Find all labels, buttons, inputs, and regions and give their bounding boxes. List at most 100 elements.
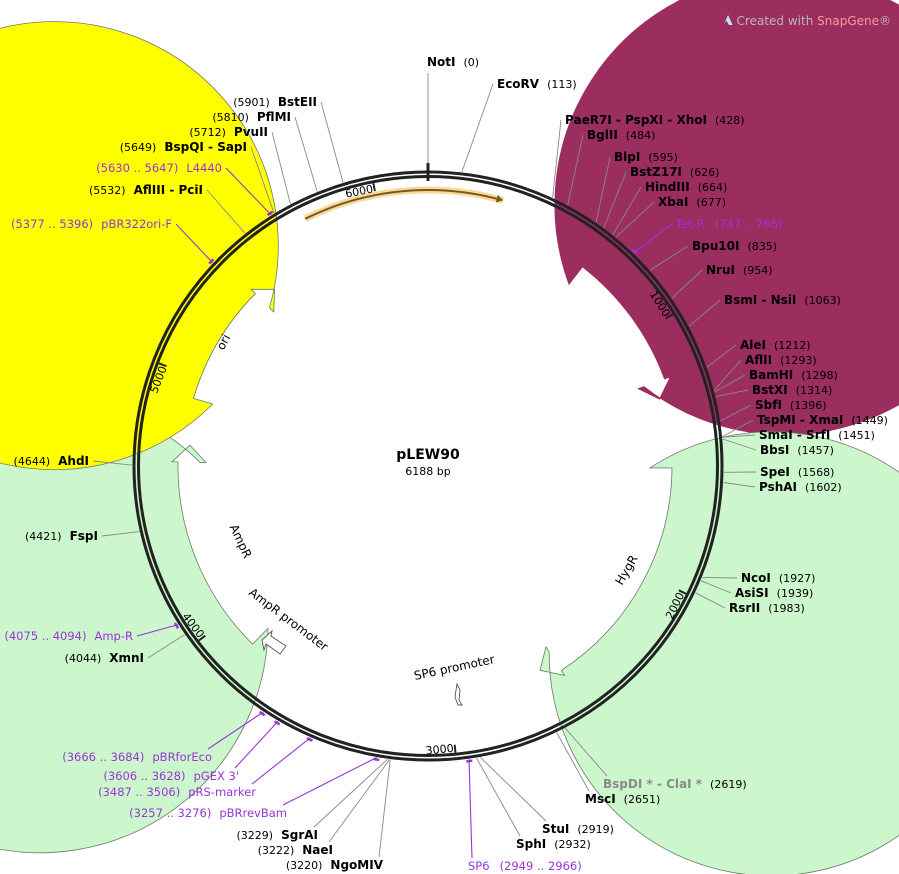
enzyme-site-label[interactable]: BlpI(595) [614,150,678,164]
leader-line [722,434,756,438]
primer-label[interactable]: (5377 .. 5396)pBR322ori-F [11,217,172,231]
feature-label-hygr: HygR [612,553,640,588]
leader-line [723,482,756,488]
enzyme-site-label[interactable]: (5901)BstEII [233,95,317,109]
enzyme-site-label[interactable]: XbaI(677) [658,195,726,209]
enzyme-site-label[interactable]: SbfI(1396) [755,398,827,412]
primer-label[interactable]: (3487 .. 3506)pRS-marker [98,785,256,799]
leader-line [175,223,214,264]
enzyme-site-label[interactable]: BstZ17I(626) [630,165,719,179]
leader-line [556,732,590,792]
enzyme-position: (5901) [233,96,270,109]
ampr-promoter-arrow [261,629,287,655]
enzyme-site-label[interactable]: BbsI(1457) [760,443,834,457]
leader-line [567,134,584,206]
primer-site-mark [173,622,180,629]
watermark-brand: SnapGene [817,14,879,28]
enzyme-site-label[interactable]: StuI(2919) [542,822,614,836]
enzyme-site-label[interactable]: (5810)PflMI [212,110,291,124]
enzyme-site-label[interactable]: BamHI(1298) [749,368,838,382]
enzyme-site-label[interactable]: EcoRV(113) [497,77,577,91]
primer-label[interactable]: (3606 .. 3628)pGEX 3' [103,769,239,783]
enzyme-site-label[interactable]: TspMI - XmaI(1449) [757,413,888,427]
enzyme-site-label[interactable]: AsiSI (1939) [735,586,813,600]
leader-line [92,460,133,466]
leader-line [136,624,179,637]
enzyme-position: (4421) [25,530,62,543]
primer-site-mark [631,248,638,255]
enzyme-site-label[interactable]: (5712)PvuII [189,125,268,139]
enzyme-site-label[interactable]: (4421)FspI [25,529,98,543]
leader-line [633,223,673,254]
tick-mark [372,183,376,192]
feature-label-ampr: AmpR [227,522,255,560]
primer-label[interactable]: (3257 .. 3276)pBRrevBam [129,806,287,820]
enzyme-site-label[interactable]: BsmI - NsiI(1063) [724,293,841,307]
primer-label[interactable]: (5630 .. 5647)L4440 [96,161,222,175]
enzyme-site-label[interactable]: NotI(0) [427,55,479,69]
enzyme-name: AsiSI [735,586,769,600]
leader-line [722,438,757,451]
enzyme-site-label[interactable]: (3229)SgrAI [237,828,318,842]
sp6-promoter-arrow [454,682,463,706]
primer-label[interactable]: Tet-R(747 .. 766) [675,217,782,231]
leader-line [615,201,655,238]
enzyme-position: (4044) [65,652,102,665]
enzyme-name: EcoRV [497,77,540,91]
watermark-text: Created with [736,14,818,28]
enzyme-site-label[interactable]: NcoI(1927) [741,571,815,585]
enzyme-name: MscI [585,792,616,806]
enzyme-site-label[interactable]: (4644)AhdI [14,454,89,468]
primer-label[interactable]: (4075 .. 4094)Amp-R [4,629,133,643]
enzyme-site-label[interactable]: BspDI * - ClaI *(2619) [603,777,747,791]
enzyme-name: SmaI - SrfI [759,428,830,442]
enzyme-site-label[interactable]: AleI(1212) [740,338,811,352]
leader-line [234,720,279,769]
snapgene-watermark: Created with SnapGene® [716,0,891,28]
primer-label[interactable]: SP6(2949 .. 2966) [468,859,582,873]
enzyme-name: HindIII [645,180,690,194]
enzyme-site-label[interactable]: SpeI(1568) [760,465,834,479]
primer-range: (3257 .. 3276) [129,806,211,820]
leader-line [552,119,562,198]
enzyme-site-label[interactable]: MscI (2651) [585,792,660,806]
enzyme-site-label[interactable]: BglII(484) [587,128,655,142]
primer-site-mark [259,710,266,717]
leader-line [468,759,473,859]
enzyme-site-label[interactable]: HindIII(664) [645,180,727,194]
enzyme-site-label[interactable]: (3222)NaeI [258,843,333,857]
enzyme-position: (1939) [777,587,814,600]
enzyme-site-label[interactable]: BstXI(1314) [752,383,832,397]
leader-line [564,727,608,777]
enzyme-site-label[interactable]: NruI(954) [706,263,773,277]
primer-label[interactable]: (3666 .. 3684)pBRforEco [62,750,212,764]
enzyme-position: (1449) [851,414,888,427]
primer-site-mark [208,258,215,265]
enzyme-site-label[interactable]: SphI(2932) [516,837,591,851]
enzyme-position: (677) [696,196,726,209]
leader-line [722,419,754,437]
watermark-mark: ® [879,14,891,28]
leader-line [714,374,746,393]
enzyme-site-label[interactable]: Bpu10I(835) [692,239,777,253]
enzyme-position: (5649) [120,141,157,154]
feature-label-sp6-promoter: SP6 promoter [413,652,496,683]
enzyme-site-label[interactable]: (5649)BspQI - SapI [120,140,247,154]
tick-mark [198,634,206,642]
enzyme-site-label[interactable]: (5532)AflIII - PciI [89,183,203,197]
enzyme-site-label[interactable]: RsrII(1983) [729,601,805,615]
leader-line [671,269,703,299]
enzyme-name: SphI [516,837,546,851]
enzyme-site-label[interactable]: PaeR7I - PspXI - XhoI(428) [565,113,745,127]
enzyme-site-label[interactable]: SmaI - SrfI(1451) [759,428,875,442]
enzyme-site-label[interactable]: (3220)NgoMIV [286,858,384,872]
enzyme-site-label[interactable]: AflII(1293) [745,353,817,367]
primer-site-mark [273,720,281,726]
enzyme-site-label[interactable]: (4044)XmnI [65,651,144,665]
leader-line [461,83,494,173]
leader-line [700,580,732,594]
enzyme-name: PflMI [257,110,291,124]
enzyme-site-label[interactable]: PshAI(1602) [759,480,842,494]
enzyme-position: (2651) [624,793,661,806]
enzyme-name: BsmI - NsiI [724,293,796,307]
